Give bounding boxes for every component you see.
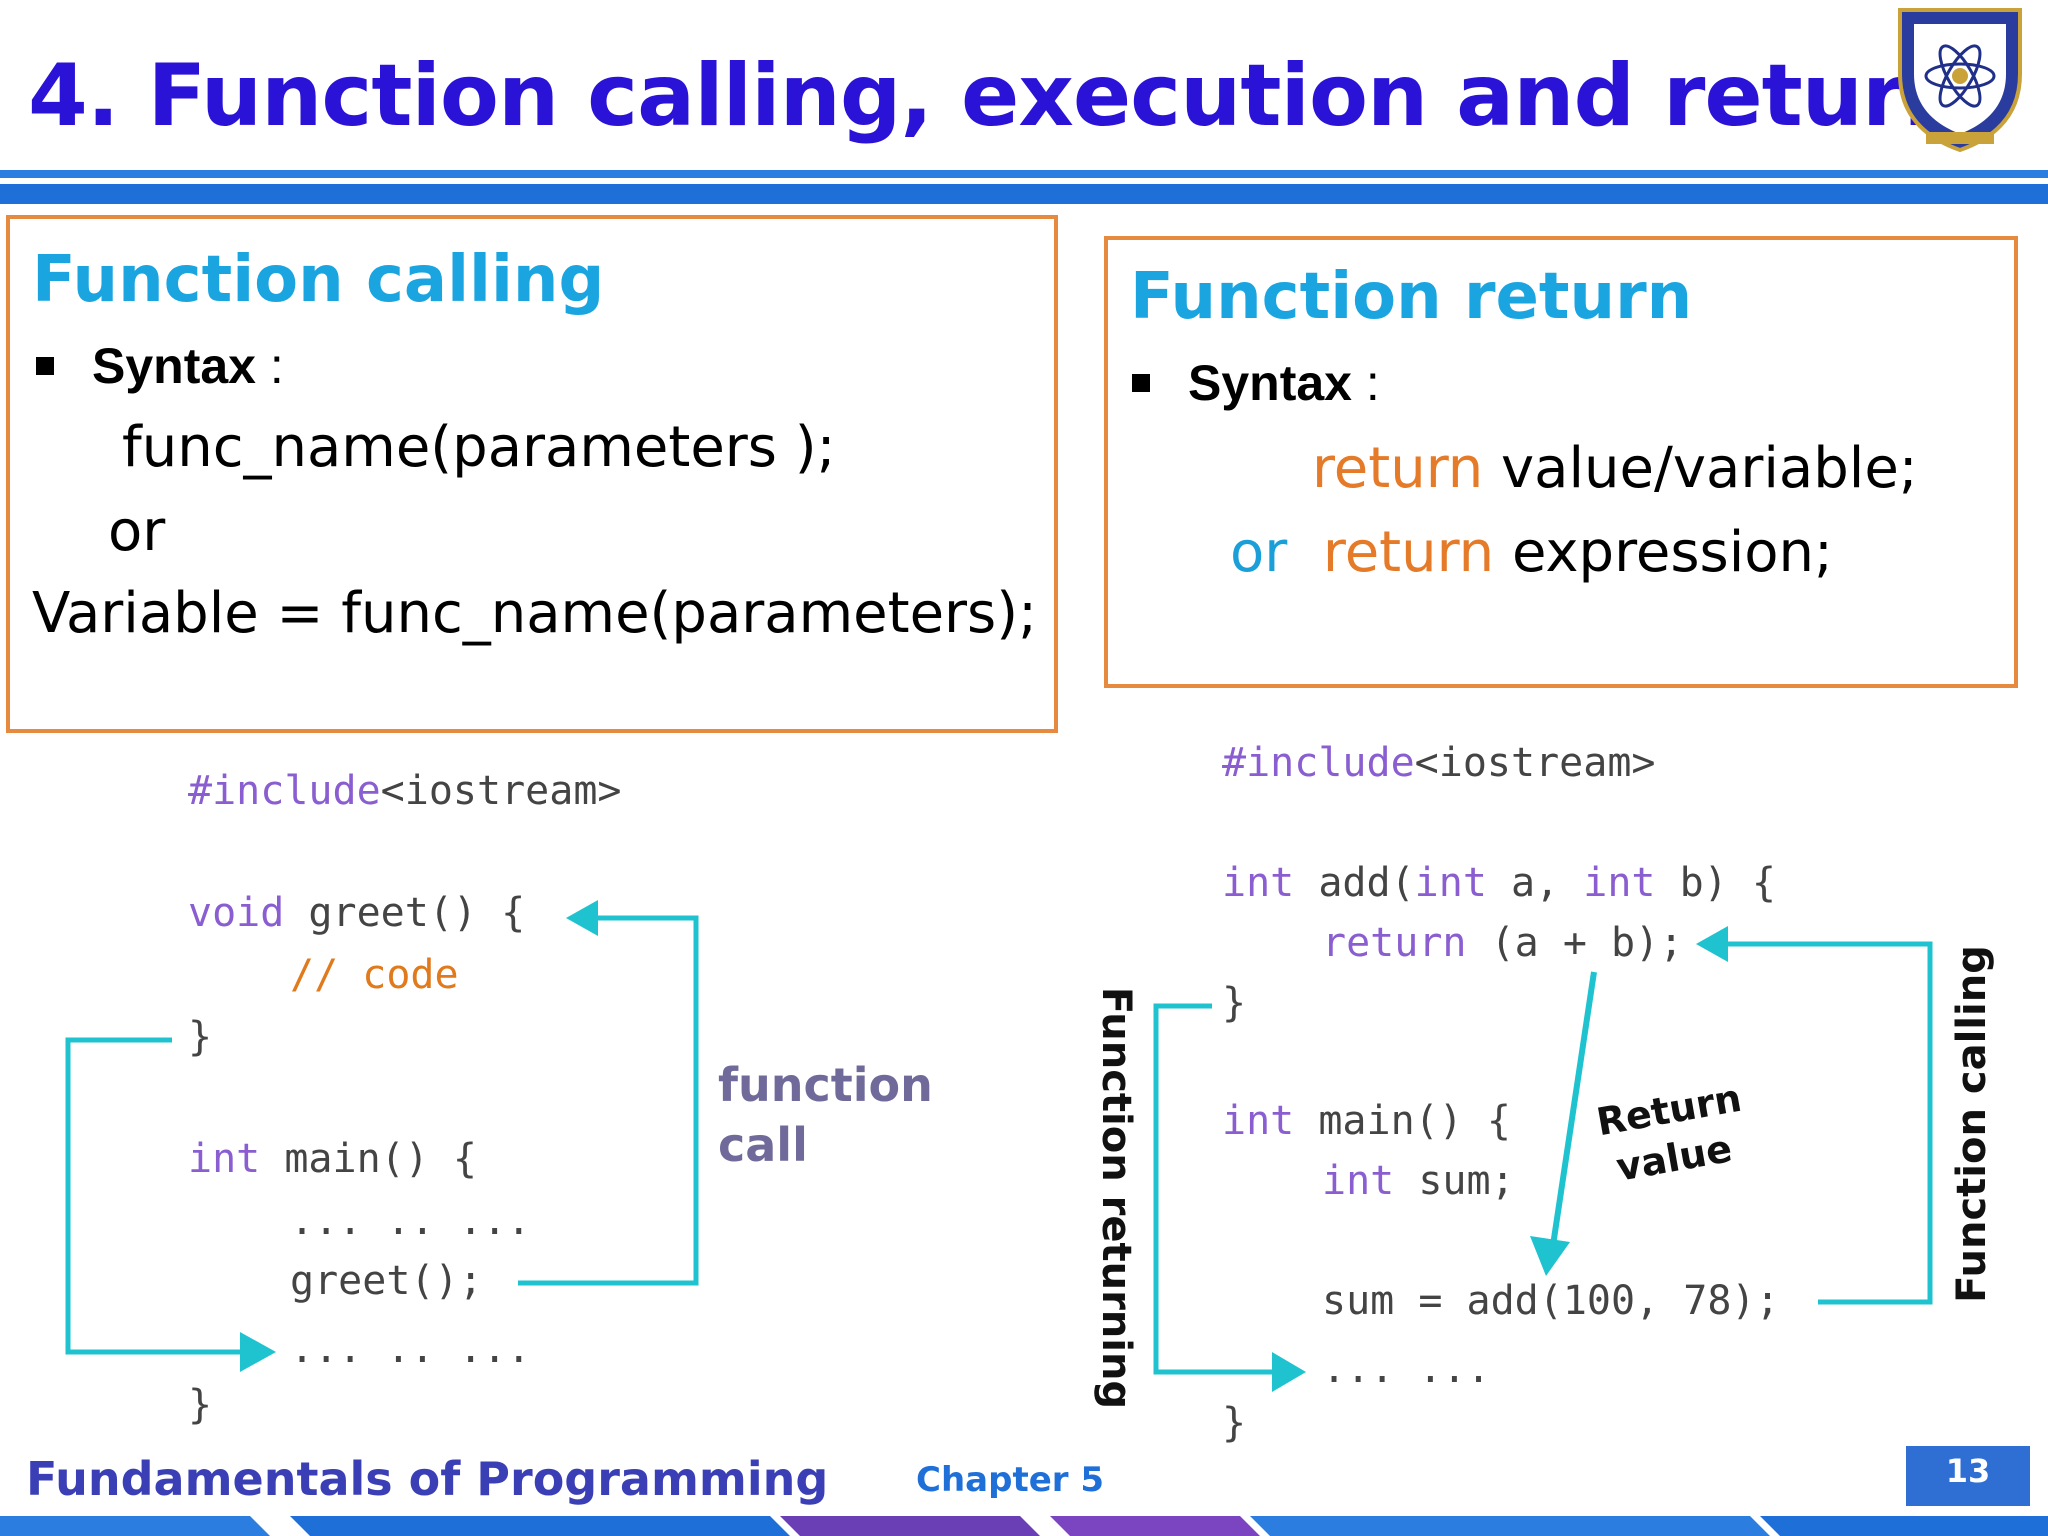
syntax-bullet: Syntax : bbox=[36, 337, 284, 395]
bullet-square-icon bbox=[1132, 373, 1150, 392]
calling-arrow bbox=[1716, 941, 1933, 1305]
left-code-include: #include<iostream> bbox=[188, 768, 622, 814]
left-code-main-signature: int main() { bbox=[188, 1136, 477, 1182]
footer-band bbox=[0, 1516, 2048, 1536]
syntax-line-call: func_name(parameters ); bbox=[122, 415, 836, 480]
call-arrow bbox=[518, 915, 699, 1286]
right-code-assign: sum = add(100, 78); bbox=[1322, 1278, 1780, 1324]
function-call-label: call bbox=[718, 1118, 808, 1172]
function-calling-label: Function calling bbox=[1949, 945, 1995, 1303]
calling-arrow-head-icon bbox=[1696, 926, 1728, 962]
right-code-add-signature: int add(int a, int b) { bbox=[1222, 860, 1776, 906]
left-code-close-brace: } bbox=[188, 1382, 213, 1428]
right-code-include: #include<iostream> bbox=[1222, 740, 1656, 786]
right-code-close-brace: } bbox=[1222, 1400, 1247, 1446]
page-number: 13 bbox=[1906, 1446, 2030, 1506]
left-code-dots: ... .. ... bbox=[290, 1198, 531, 1244]
right-code-close-brace: } bbox=[1222, 980, 1247, 1026]
syntax-bullet: Syntax : bbox=[1132, 354, 1380, 412]
right-code-dots: ... ... bbox=[1322, 1346, 1491, 1392]
return-arrow bbox=[65, 1037, 250, 1355]
left-code-dots: ... .. ... bbox=[290, 1326, 531, 1372]
left-code-close-brace: } bbox=[188, 1014, 213, 1060]
returning-arrow-head-icon bbox=[1272, 1352, 1306, 1392]
university-logo bbox=[1898, 8, 2022, 153]
returning-arrow bbox=[1153, 1003, 1280, 1375]
function-calling-panel: Function calling Syntax : func_name(para… bbox=[6, 215, 1058, 733]
return-syntax-line1: return value/variable; bbox=[1312, 436, 1918, 501]
left-code-comment: // code bbox=[290, 952, 459, 998]
right-code-return-line: return (a + b); bbox=[1322, 920, 1684, 966]
slide-title: 4. Function calling, execution and retur… bbox=[28, 46, 1965, 146]
left-code-greet-call: greet(); bbox=[290, 1258, 483, 1304]
function-return-heading: Function return bbox=[1130, 260, 1693, 334]
return-syntax-line2: or return expression; bbox=[1230, 520, 1833, 585]
right-code-main-signature: int main() { bbox=[1222, 1098, 1511, 1144]
syntax-line-or: or bbox=[108, 499, 166, 564]
title-underline-band bbox=[0, 170, 2048, 204]
return-arrow-head-icon bbox=[240, 1332, 276, 1372]
left-code-greet-signature: void greet() { bbox=[188, 890, 526, 936]
right-code-sum-decl: int sum; bbox=[1322, 1158, 1515, 1204]
course-title: Fundamentals of Programming bbox=[26, 1452, 829, 1506]
return-value-arrow bbox=[1549, 971, 1597, 1253]
bullet-square-icon bbox=[36, 356, 54, 375]
return-value-arrow-head-icon bbox=[1530, 1236, 1570, 1276]
function-returning-label: Function returning bbox=[1093, 986, 1139, 1410]
function-calling-heading: Function calling bbox=[32, 243, 605, 317]
function-call-label: function bbox=[718, 1058, 933, 1112]
chapter-label: Chapter 5 bbox=[916, 1460, 1105, 1500]
syntax-line-assign: Variable = func_name(parameters); bbox=[32, 581, 1037, 646]
function-return-panel: Function return Syntax : return value/va… bbox=[1104, 236, 2018, 688]
call-arrow-head-icon bbox=[566, 900, 598, 936]
